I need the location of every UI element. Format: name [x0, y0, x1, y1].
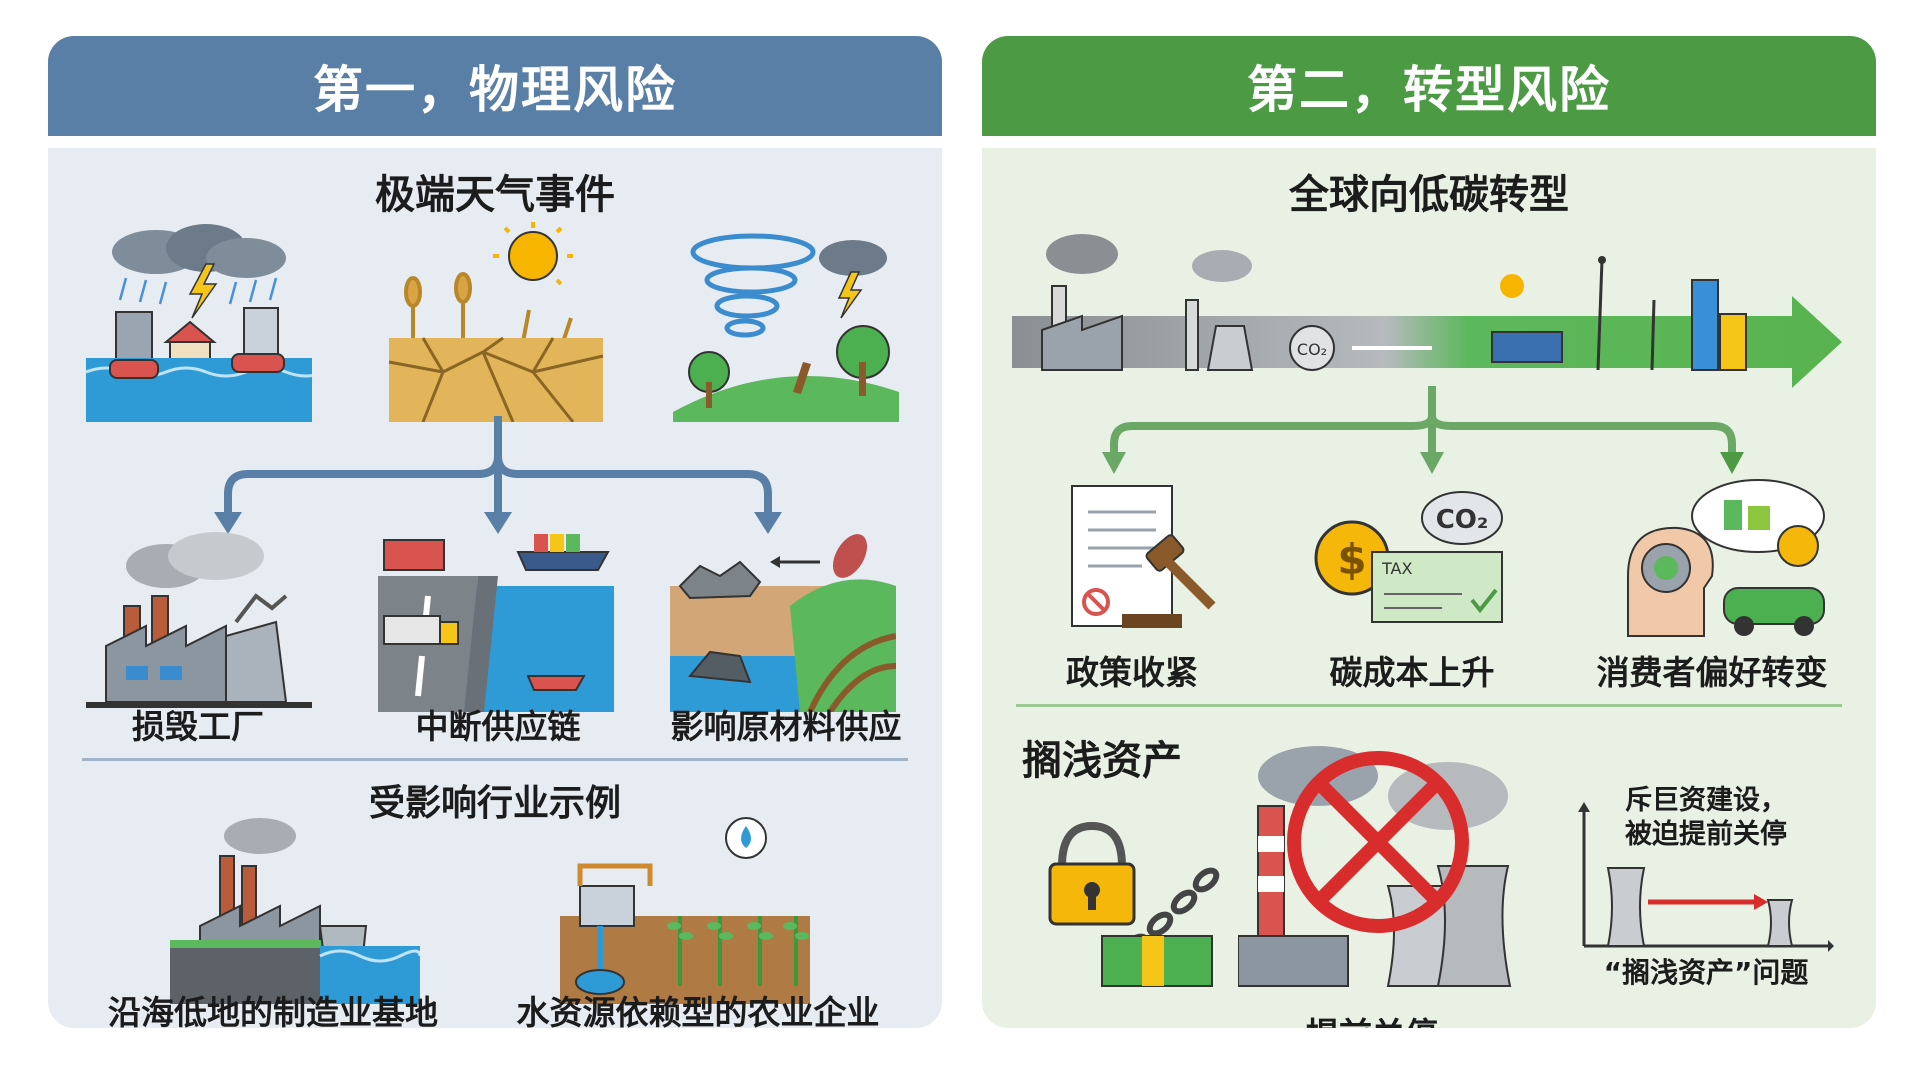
transition-risk-header: 第二，转型风险: [982, 36, 1876, 136]
svg-text:$: $: [1337, 535, 1366, 584]
drought-illustration: [388, 222, 604, 422]
damaged-factory-illustration: [86, 532, 312, 708]
physical-risk-panel: 第一，物理风险 极端天气事件: [48, 36, 942, 1028]
low-carbon-transition-arrow: CO₂: [1012, 234, 1842, 388]
impact-supply-chain: 中断供应链: [415, 707, 581, 746]
storm-illustration: [673, 233, 899, 422]
stranded-asset-chart: [1578, 802, 1834, 952]
transition-risk-panel: 第二，转型风险 全球向低碳转型 CO₂: [982, 36, 1876, 1028]
coastal-manufacturing-illustration: [170, 818, 420, 1004]
driver-carbon-cost: 碳成本上升: [1329, 653, 1495, 692]
extreme-weather-title: 极端天气事件: [375, 172, 615, 218]
early-closure-illustration: [1238, 746, 1512, 987]
physical-branch-arrows: [214, 416, 782, 534]
flood-illustration: [86, 224, 312, 422]
co2-bubble-label: CO₂: [1297, 340, 1327, 359]
consumer-preference-icon: [1627, 479, 1825, 637]
physical-risk-header: 第一，物理风险: [48, 36, 942, 136]
section-divider: [82, 758, 908, 761]
header-strip: [982, 136, 1876, 148]
chart-note-line2: 被迫提前关停: [1625, 819, 1787, 850]
chart-caption: “搁浅资产”问题: [1603, 956, 1809, 989]
impact-raw-materials: 影响原材料供应: [670, 707, 902, 746]
transition-branch-arrows: [1102, 386, 1744, 474]
stranded-assets-title: 搁浅资产: [1022, 738, 1182, 784]
locked-money-icon: [1048, 821, 1220, 987]
policy-gavel-icon: [1071, 485, 1216, 628]
chart-note-line1: 斥巨资建设，: [1625, 785, 1787, 816]
closure-label: 提前关停: [1222, 1008, 1522, 1028]
industry-coastal-manufacturing: 沿海低地的制造业基地: [108, 993, 438, 1028]
carbon-tax-icon: $ CO₂ TAX: [1314, 491, 1503, 623]
section-divider: [1016, 704, 1842, 707]
impact-damaged-factory: 损毁工厂: [132, 707, 264, 746]
header-strip: [48, 136, 942, 148]
supply-chain-illustration: [378, 534, 614, 712]
co2-cloud-label: CO₂: [1436, 505, 1489, 535]
industries-title: 受影响行业示例: [368, 783, 621, 824]
chart-note: 斥巨资建设， 被迫提前关停: [1578, 784, 1834, 852]
driver-consumer-preference: 消费者偏好转变: [1596, 653, 1828, 692]
raw-materials-illustration: [670, 534, 896, 712]
water-agriculture-illustration: [560, 817, 810, 1004]
driver-policy: 政策收紧: [1066, 653, 1198, 692]
tax-label: TAX: [1381, 559, 1412, 578]
industry-water-agriculture: 水资源依赖型的农业企业: [516, 993, 880, 1028]
global-transition-title: 全球向低碳转型: [1289, 172, 1569, 218]
